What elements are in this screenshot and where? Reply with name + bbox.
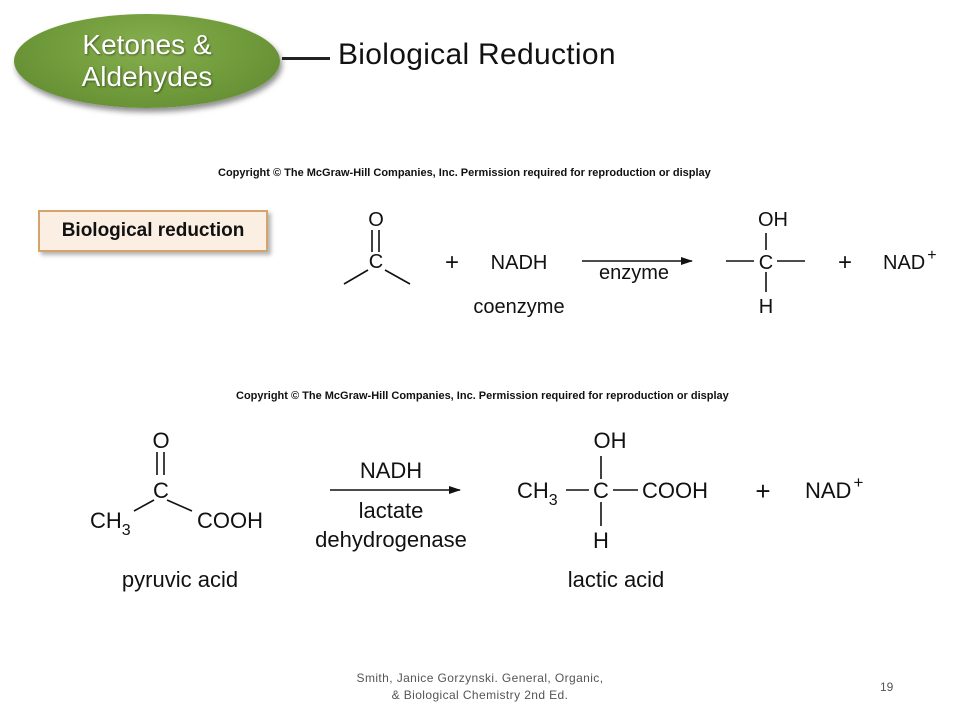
byproduct-nad: NAD+	[883, 247, 937, 274]
pyruvate-bond-left	[133, 499, 155, 512]
pyruvate-oxygen: O	[152, 428, 169, 453]
title-connector-line	[282, 57, 330, 60]
arrow-label-enzyme: enzyme	[599, 262, 669, 284]
carbonyl-oxygen: O	[368, 209, 384, 231]
reaction-2	[133, 452, 638, 526]
page-number: 19	[880, 680, 894, 694]
copyright-notice-2: Copyright © The McGraw-Hill Companies, I…	[236, 390, 729, 402]
arrow-label-dehydrogenase: dehydrogenase	[315, 527, 467, 552]
product-hydrogen: H	[759, 296, 773, 318]
lactate-hydroxyl: OH	[594, 428, 627, 453]
lactate-methyl: CH3	[517, 478, 558, 509]
copyright-notice-1: Copyright © The McGraw-Hill Companies, I…	[218, 167, 711, 179]
lactate-hydrogen: H	[593, 528, 609, 553]
slide-title: Biological Reduction	[338, 38, 616, 71]
arrow-label-nadh: NADH	[360, 458, 422, 483]
byproduct-nad-2: NAD+	[805, 473, 863, 503]
topic-badge-line2: Aldehydes	[81, 61, 213, 92]
bond-left-methyl	[343, 269, 369, 285]
plus-sign-3: +	[755, 476, 770, 506]
bond-right-methyl	[384, 269, 411, 285]
pyruvic-acid-label: pyruvic acid	[122, 567, 238, 592]
lactate-carbon: C	[593, 478, 609, 503]
citation-footer: Smith, Janice Gorzynski. General, Organi…	[300, 670, 660, 704]
topic-badge-line1: Ketones &	[82, 29, 212, 60]
citation-line-1: Smith, Janice Gorzynski. General, Organi…	[356, 671, 604, 685]
topic-badge: Ketones & Aldehydes	[14, 14, 280, 108]
reagent-note-coenzyme: coenzyme	[473, 296, 564, 318]
reagent-nadh: NADH	[491, 252, 548, 274]
reaction-1	[343, 230, 805, 292]
lactate-carboxyl: COOH	[642, 478, 708, 503]
biological-reduction-label: Biological reduction	[38, 210, 268, 252]
arrow-label-lactate: lactate	[359, 498, 424, 523]
citation-line-2: & Biological Chemistry 2nd Ed.	[391, 688, 569, 702]
pyruvate-carboxyl: COOH	[197, 508, 263, 533]
reaction-2-text: O C CH3 COOH pyruvic acid NADH lactate d…	[90, 428, 863, 592]
carbonyl-carbon: C	[369, 251, 383, 273]
reaction-1-text: O C + NADH coenzyme enzyme OH C H + NAD+	[368, 209, 936, 318]
lactic-acid-label: lactic acid	[568, 567, 665, 592]
product-carbon: C	[759, 252, 773, 274]
pyruvate-methyl: CH3	[90, 508, 131, 539]
pyruvate-carbon: C	[153, 478, 169, 503]
product-hydroxyl: OH	[758, 209, 788, 231]
plus-sign-2: +	[838, 249, 852, 276]
plus-sign-1: +	[445, 249, 459, 276]
pyruvate-bond-right	[166, 499, 193, 512]
